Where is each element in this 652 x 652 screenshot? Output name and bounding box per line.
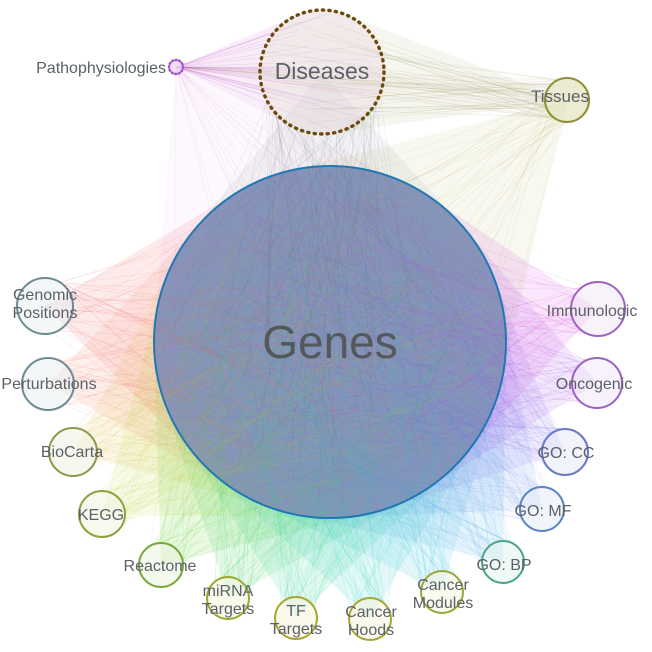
node-label-kegg: KEGG bbox=[78, 507, 124, 524]
genes-circle-fill bbox=[154, 166, 506, 518]
edge-lines-cancer-hoods-genes bbox=[178, 226, 490, 612]
node-label-oncogenic: Oncogenic bbox=[556, 376, 633, 393]
node-go-mf[interactable] bbox=[519, 486, 565, 532]
edge-lines-kegg-genes bbox=[99, 193, 499, 526]
node-immunologic[interactable] bbox=[570, 281, 626, 337]
edge-fan-cancer-hoods-genes bbox=[154, 166, 506, 619]
edge-fan-pathophysiologies-genes bbox=[154, 67, 506, 518]
edge-lines-go-cc-genes bbox=[195, 174, 566, 495]
node-label-perturbations: Perturbations bbox=[1, 376, 96, 393]
node-tissues[interactable] bbox=[544, 77, 590, 123]
edge-fan-cancer-modules-genes bbox=[154, 166, 506, 592]
edge-fan-go-mf-genes bbox=[154, 166, 543, 518]
node-cancer-hoods[interactable] bbox=[348, 597, 392, 641]
edge-lines-immunologic-genes bbox=[163, 184, 591, 502]
edge-lines-go-bp-genes bbox=[171, 194, 513, 567]
edge-fan-pathophysiologies-diseases bbox=[176, 10, 384, 135]
edge-fan-mirna-targets-genes bbox=[154, 166, 506, 598]
edge-lines-reactome-genes bbox=[149, 175, 490, 567]
edge-fan-immunologic-genes bbox=[154, 166, 598, 518]
node-label-go-bp: GO: BP bbox=[476, 557, 531, 574]
node-label-tissues: Tissues bbox=[531, 87, 589, 106]
node-pathophysiologies[interactable] bbox=[167, 58, 185, 76]
edge-lines-pathophysiologies-genes bbox=[175, 66, 481, 455]
edge-fan-kegg-genes bbox=[102, 166, 506, 518]
edge-lines-oncogenic-genes bbox=[185, 181, 591, 497]
node-label-pathophysiologies: Pathophysiologies bbox=[36, 60, 166, 77]
edge-lines-perturbations-genes bbox=[53, 223, 488, 504]
edge-fan-go-bp-genes bbox=[154, 166, 506, 562]
edge-fan-tissues-diseases bbox=[260, 10, 567, 135]
node-genomic-positions[interactable] bbox=[16, 277, 74, 335]
node-go-bp[interactable] bbox=[481, 540, 525, 584]
node-go-cc[interactable] bbox=[541, 428, 589, 476]
edge-fan-tf-targets-genes bbox=[154, 166, 506, 618]
node-label-diseases: Diseases bbox=[275, 58, 370, 84]
edge-fan-genomic-positions-genes bbox=[45, 166, 506, 518]
edge-lines-cancer-modules-genes bbox=[189, 188, 491, 594]
node-genes[interactable] bbox=[153, 165, 507, 519]
edge-lines-mirna-targets-genes bbox=[169, 179, 478, 599]
node-reactome[interactable] bbox=[138, 542, 184, 588]
edge-lines-genomic-positions-genes bbox=[53, 176, 442, 498]
node-oncogenic[interactable] bbox=[571, 357, 623, 409]
node-label-reactome: Reactome bbox=[124, 558, 197, 575]
node-label-go-mf: GO: MF bbox=[515, 503, 572, 520]
edge-fan-biocarta-genes bbox=[73, 166, 506, 518]
edge-lines-biocarta-genes bbox=[72, 183, 498, 501]
edge-lines-tissues-genes bbox=[167, 92, 575, 443]
edge-fan-diseases-genes bbox=[154, 72, 506, 518]
node-cancer-modules[interactable] bbox=[420, 570, 464, 614]
node-label-go-cc: GO: CC bbox=[538, 445, 595, 462]
node-kegg[interactable] bbox=[78, 490, 126, 538]
node-label-biocarta: BioCarta bbox=[41, 444, 103, 461]
node-label-immunologic: Immunologic bbox=[547, 303, 638, 320]
edge-lines-tissues-diseases bbox=[267, 21, 558, 124]
edge-lines-diseases-genes bbox=[161, 93, 471, 508]
node-perturbations[interactable] bbox=[21, 357, 75, 411]
edge-fan-perturbations-genes bbox=[48, 166, 506, 518]
edge-fan-reactome-genes bbox=[154, 166, 506, 565]
edge-fan-oncogenic-genes bbox=[154, 166, 597, 518]
edge-lines-pathophysiologies-diseases bbox=[175, 14, 371, 129]
edge-lines-tf-targets-genes bbox=[206, 189, 491, 613]
node-label-genes: Genes bbox=[262, 316, 398, 368]
gene-gene-edges bbox=[159, 167, 499, 511]
node-biocarta[interactable] bbox=[48, 427, 98, 477]
edge-fan-go-cc-genes bbox=[154, 166, 565, 518]
node-tf-targets[interactable] bbox=[274, 596, 318, 640]
node-mirna-targets[interactable] bbox=[206, 576, 250, 620]
edge-lines-go-mf-genes bbox=[204, 193, 548, 521]
edge-fan-tissues-genes bbox=[154, 100, 567, 518]
node-diseases[interactable] bbox=[258, 8, 386, 136]
